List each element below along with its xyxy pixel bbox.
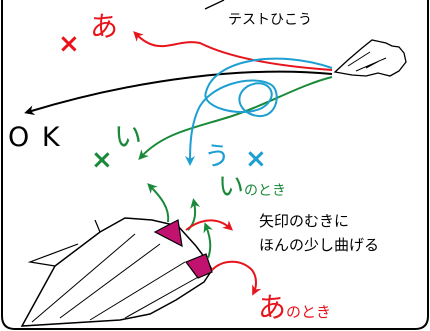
note-i-suffix: のとき [244,183,286,199]
note-i-char: い [218,172,244,202]
ok-flight-path [24,70,333,116]
instruction-line-1: 矢印のむきに [259,212,349,230]
note-a: あのとき [258,291,331,324]
bend-arrow-green-3 [203,222,213,259]
note-i: いのとき [218,172,286,202]
ok-label: O K [8,122,62,153]
bend-arrow-green-1 [147,183,170,223]
elevator-flap-upper [153,219,183,248]
note-a-suffix: のとき [286,303,331,321]
label-i: い [114,120,142,153]
title-pointer-line [204,0,225,10]
flying-plane-icon [333,39,407,77]
title-label: テストひこう [228,12,312,28]
label-u: う [204,142,230,172]
note-a-char: あ [258,291,286,324]
flight-path-a [133,31,333,71]
instruction-line-2: ほんの少し曲げる [259,236,379,254]
flight-path-i [138,76,333,160]
bend-arrow-red-1 [185,219,234,231]
mark-i: × [91,145,113,175]
mark-u: × [245,144,267,174]
bend-arrow-red-2 [211,260,262,296]
label-a: あ [90,10,118,43]
paper-airplane-icon [20,217,213,327]
mark-a: × [58,29,80,59]
elevator-flap-lower [185,253,213,279]
flight-path-u [185,57,333,166]
